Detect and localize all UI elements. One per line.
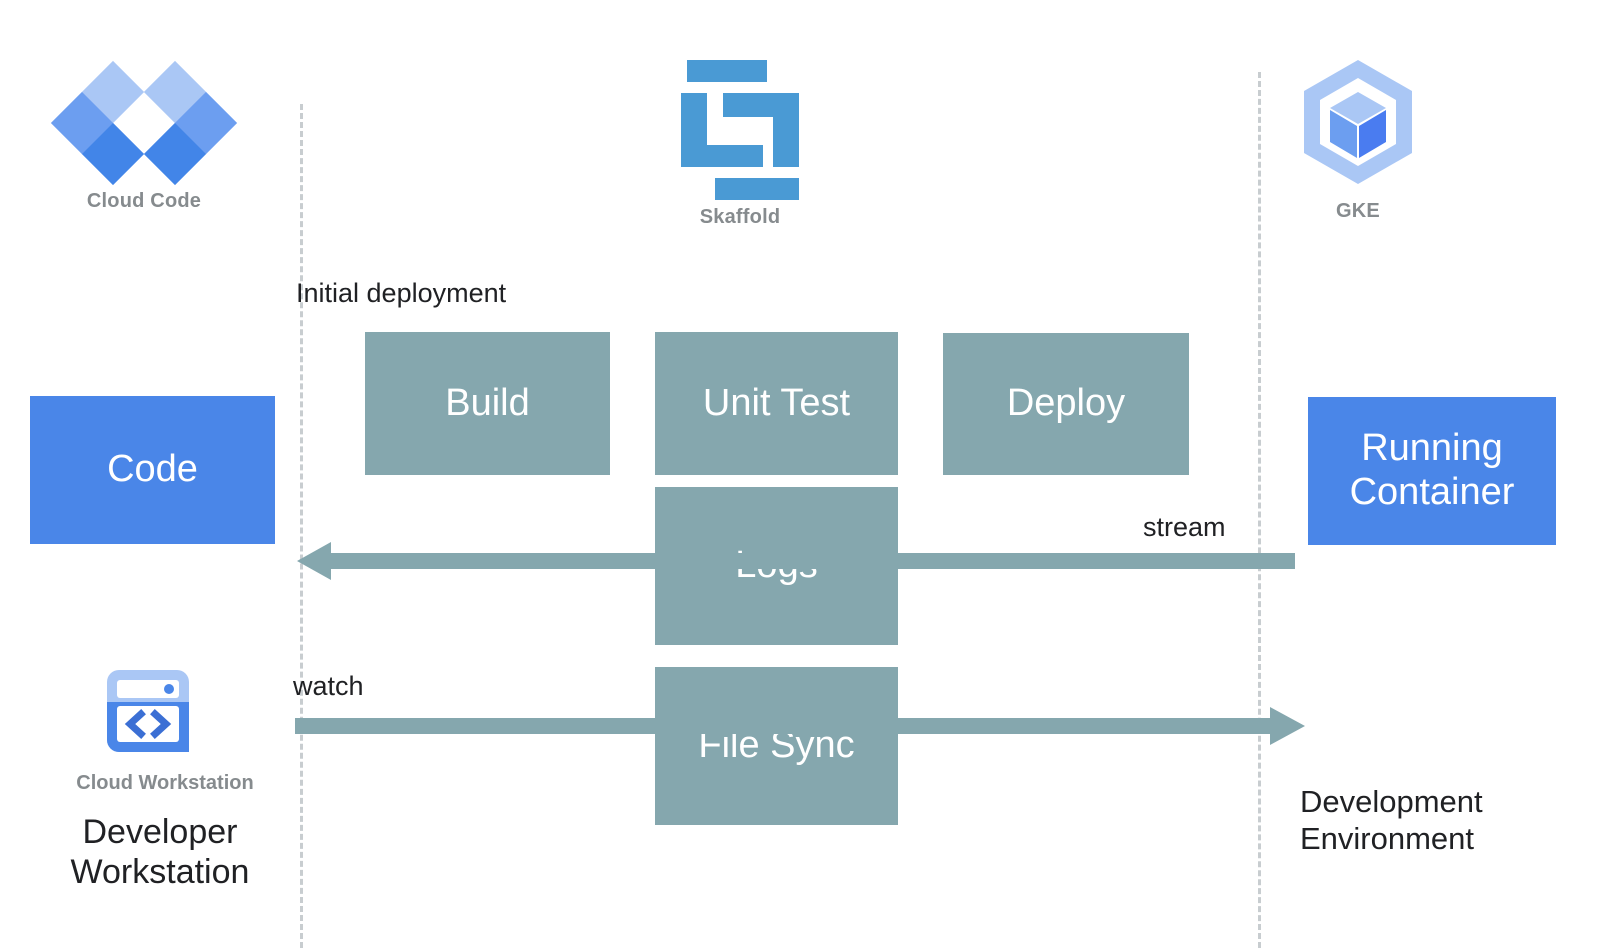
- box-file-sync[interactable]: File Sync: [655, 667, 898, 825]
- label-stream: stream: [1143, 512, 1226, 542]
- arrow-watch-right: [295, 707, 1305, 745]
- developer-workstation-line2: Workstation: [70, 853, 250, 892]
- boundary-line-right: [1258, 72, 1261, 948]
- box-running-container[interactable]: Running Container: [1308, 397, 1556, 545]
- box-code[interactable]: Code: [30, 396, 275, 544]
- arrow-stream-left: [297, 542, 1295, 580]
- box-build-label: Build: [445, 381, 530, 424]
- developer-workstation-line1: Developer: [82, 813, 238, 851]
- label-watch: watch: [293, 671, 364, 701]
- development-environment-line1: Development: [1300, 784, 1483, 819]
- cloud-workstation-icon: [105, 668, 191, 754]
- box-build[interactable]: Build: [365, 332, 610, 475]
- skaffold-icon: [681, 60, 799, 200]
- box-running-container-label-line2: Container: [1349, 471, 1515, 513]
- gke-icon: [1300, 58, 1416, 186]
- label-development-environment: Development Environment: [1300, 783, 1590, 857]
- boundary-line-left: [300, 104, 303, 948]
- logo-gke: GKE: [1253, 58, 1463, 223]
- box-running-container-label-line1: Running: [1361, 427, 1503, 470]
- logo-caption-cloud-code: Cloud Code: [86, 190, 202, 212]
- box-unit-test[interactable]: Unit Test: [655, 332, 898, 475]
- box-deploy[interactable]: Deploy: [943, 333, 1189, 475]
- box-deploy-label: Deploy: [1006, 382, 1126, 425]
- logo-cloud-code: Cloud Code: [38, 60, 250, 213]
- development-environment-line2: Environment: [1300, 821, 1475, 857]
- box-unit-test-label: Unit Test: [702, 381, 851, 424]
- label-developer-workstation: Developer Workstation: [10, 812, 310, 892]
- label-initial-deployment: Initial deployment: [296, 278, 507, 308]
- label-cloud-workstation: Cloud Workstation: [76, 772, 254, 794]
- logo-skaffold: Skaffold: [635, 60, 845, 229]
- logo-caption-skaffold: Skaffold: [699, 206, 781, 228]
- box-code-label: Code: [107, 448, 198, 491]
- logo-caption-gke: GKE: [1336, 200, 1380, 222]
- cloud-code-icon: [50, 60, 238, 186]
